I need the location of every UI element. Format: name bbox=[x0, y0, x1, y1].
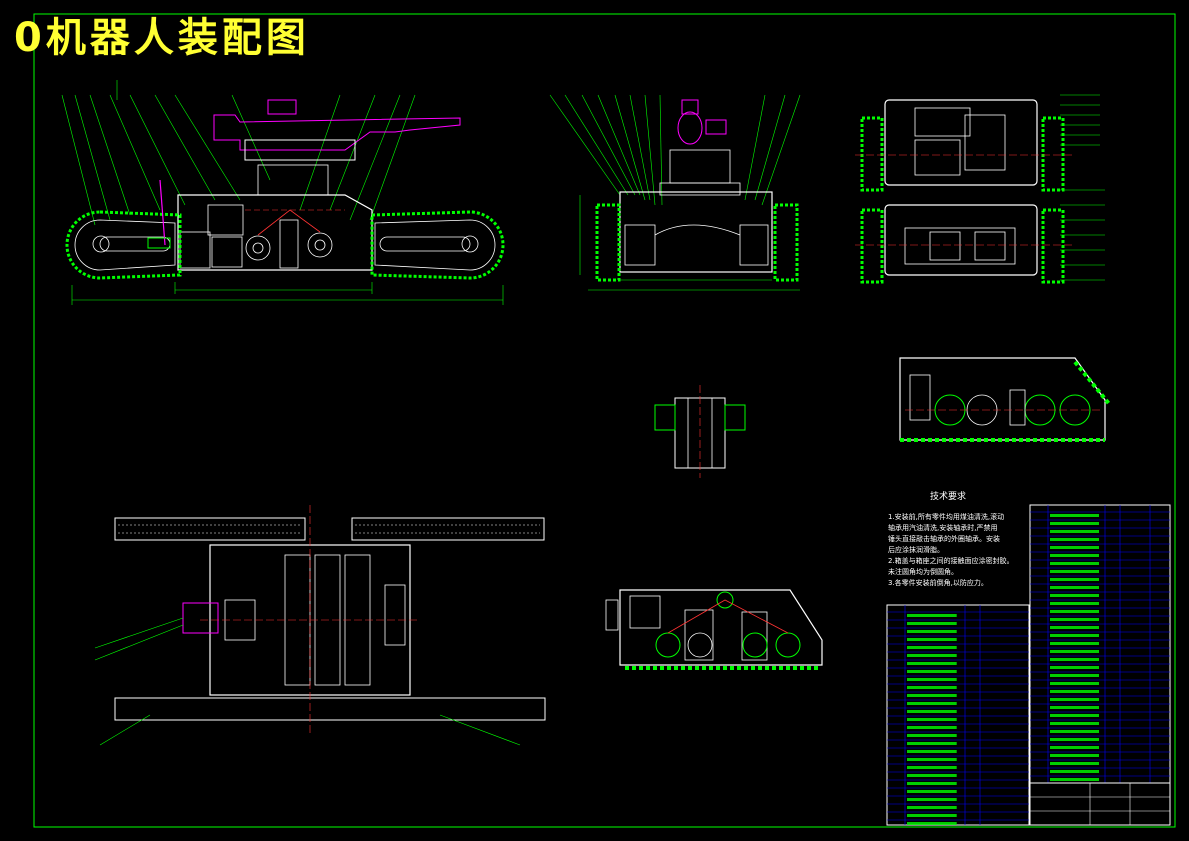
parts-row-entry bbox=[1050, 530, 1099, 533]
parts-row-entry bbox=[907, 686, 957, 689]
leader-lines-top bbox=[61, 94, 416, 226]
parts-row-entry bbox=[907, 694, 957, 697]
parts-row-entry bbox=[907, 718, 957, 721]
parts-row-entry bbox=[1050, 594, 1099, 597]
chain-path bbox=[257, 209, 321, 236]
left-track bbox=[65, 179, 182, 280]
parts-row-entry bbox=[907, 702, 957, 705]
parts-row-entry bbox=[907, 774, 957, 777]
camera-housing bbox=[267, 99, 297, 115]
right-track bbox=[370, 210, 505, 280]
parts-row-entry bbox=[1050, 706, 1099, 709]
parts-row-entry bbox=[907, 734, 957, 737]
parts-row-entry bbox=[1050, 690, 1099, 693]
turret-support bbox=[257, 164, 329, 196]
technical-requirement-line: 后应涂抹润滑脂。 bbox=[888, 546, 944, 554]
parts-row-entry bbox=[1050, 642, 1099, 645]
parts-row-entry bbox=[907, 614, 957, 617]
parts-row-entry bbox=[907, 710, 957, 713]
parts-row-entry bbox=[1050, 722, 1099, 725]
parts-row-entry bbox=[1050, 746, 1099, 749]
parts-row-entry bbox=[907, 630, 957, 633]
parts-list bbox=[886, 504, 1171, 826]
parts-row-entry bbox=[907, 654, 957, 657]
parts-row-entry bbox=[1050, 602, 1099, 605]
front-elevation-view bbox=[549, 94, 801, 291]
sheet-border bbox=[33, 13, 1176, 828]
parts-row-entry bbox=[1050, 562, 1099, 565]
technical-requirement-line: 2.箱盖与箱座之间的接触面应涂密封胶。 bbox=[888, 557, 1014, 565]
parts-row-entry bbox=[907, 670, 957, 673]
parts-row-entry bbox=[907, 622, 957, 625]
parts-row-entry bbox=[907, 814, 957, 817]
parts-row-entry bbox=[1050, 738, 1099, 741]
technical-requirement-line: 3.各零件安装前倒角,以防应力。 bbox=[888, 579, 988, 587]
technical-requirements-heading: 技术要求 bbox=[930, 492, 967, 502]
hull-outline bbox=[177, 194, 373, 271]
plan-view bbox=[94, 505, 546, 746]
drawing-title: 0机器人装配图 bbox=[14, 15, 310, 61]
parts-row-entry bbox=[907, 750, 957, 753]
parts-row-entry bbox=[907, 638, 957, 641]
parts-row-entry bbox=[1050, 658, 1099, 661]
section-b-b-view bbox=[855, 189, 1105, 284]
technical-requirement-line: 1.安装前,所有零件均用煤油清洗,滚动 bbox=[888, 513, 1005, 521]
parts-row-entry bbox=[1050, 546, 1099, 549]
parts-row-entry bbox=[1050, 610, 1099, 613]
parts-row-entry bbox=[1050, 586, 1099, 589]
parts-row-entry bbox=[1050, 698, 1099, 701]
parts-row-entry bbox=[1050, 618, 1099, 621]
parts-row-entry bbox=[1050, 626, 1099, 629]
turret-base bbox=[244, 139, 356, 161]
parts-row-entry bbox=[1050, 778, 1099, 781]
parts-row-entry bbox=[907, 662, 957, 665]
parts-row-entry bbox=[1050, 682, 1099, 685]
parts-row-entry bbox=[907, 726, 957, 729]
front-hull bbox=[619, 191, 773, 273]
technical-requirement-line: 锤头直接敲击轴承的外圈轴承。安装 bbox=[888, 535, 1000, 543]
parts-row-entry bbox=[1050, 554, 1099, 557]
parts-row-entry bbox=[907, 646, 957, 649]
section-d-d-view bbox=[605, 589, 823, 670]
parts-row-entry bbox=[1050, 570, 1099, 573]
parts-row-entry bbox=[907, 822, 957, 825]
parts-row-entry bbox=[907, 742, 957, 745]
side-elevation-view bbox=[61, 80, 505, 305]
parts-row-entry bbox=[907, 798, 957, 801]
parts-row-entry bbox=[1050, 578, 1099, 581]
parts-row-entry bbox=[1050, 666, 1099, 669]
parts-row-entry bbox=[907, 790, 957, 793]
dimension-lines bbox=[71, 80, 504, 305]
parts-row-entry bbox=[907, 806, 957, 809]
parts-row-entry bbox=[1050, 674, 1099, 677]
parts-row-entry bbox=[1050, 730, 1099, 733]
parts-row-entry bbox=[1050, 754, 1099, 757]
shaft-detail-view bbox=[654, 385, 746, 478]
section-c-c-view bbox=[899, 357, 1112, 442]
parts-row-entry bbox=[907, 758, 957, 761]
gun-mount-outline bbox=[213, 114, 461, 151]
parts-row-entry bbox=[907, 782, 957, 785]
parts-row-entry bbox=[1050, 514, 1099, 517]
parts-row-entry bbox=[1050, 522, 1099, 525]
parts-row-entry bbox=[1050, 650, 1099, 653]
parts-row-entry bbox=[907, 766, 957, 769]
parts-list-rows bbox=[887, 511, 1170, 825]
section-a-a-view bbox=[855, 94, 1100, 192]
parts-row-entry bbox=[1050, 762, 1099, 765]
parts-row-entry bbox=[907, 678, 957, 681]
parts-row-entry bbox=[1050, 538, 1099, 541]
parts-row-entry bbox=[1050, 770, 1099, 773]
title-block bbox=[1029, 782, 1171, 826]
technical-requirement-line: 未注圆角均为倒圆角。 bbox=[888, 568, 958, 576]
technical-requirement-line: 轴承用汽油清洗,安装轴承时,严禁用 bbox=[888, 524, 998, 532]
parts-row-entry bbox=[1050, 714, 1099, 717]
parts-row-entry bbox=[1050, 634, 1099, 637]
